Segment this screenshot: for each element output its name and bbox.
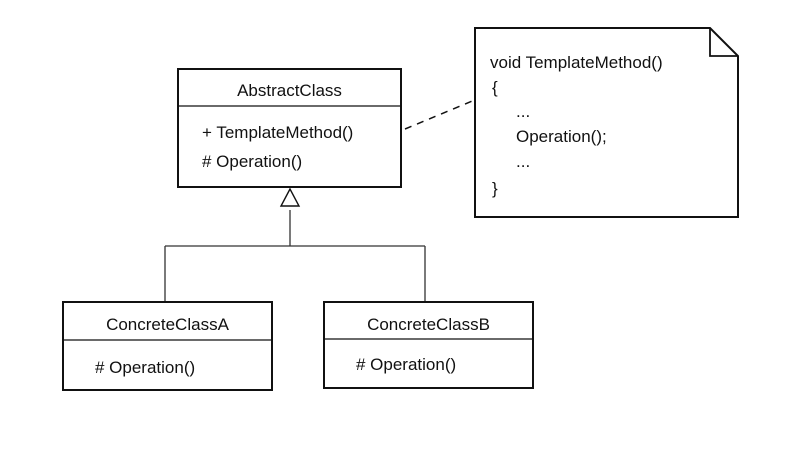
note-line-close-brace: } <box>492 179 498 198</box>
concrete-class-a-operation: # Operation() <box>95 358 195 377</box>
note-line-open-brace: { <box>492 78 498 97</box>
note-line-signature: void TemplateMethod() <box>490 53 663 72</box>
abstract-class-box[interactable]: AbstractClass + TemplateMethod() # Opera… <box>177 68 402 188</box>
concrete-class-a-frame <box>62 301 273 391</box>
concrete-class-a-name: ConcreteClassA <box>106 315 229 334</box>
generalization-arrowhead <box>279 187 301 207</box>
concrete-class-b-name: ConcreteClassB <box>367 315 490 334</box>
abstract-class-operation: # Operation() <box>202 152 302 171</box>
concrete-class-b-box[interactable]: ConcreteClassB # Operation() <box>323 301 534 389</box>
abstract-class-template-method: + TemplateMethod() <box>202 123 353 142</box>
note-frame <box>474 27 739 218</box>
concrete-class-b-operation: # Operation() <box>356 355 456 374</box>
concrete-class-b-frame <box>323 301 534 389</box>
template-method-note[interactable]: void TemplateMethod() { ... Operation();… <box>474 27 739 218</box>
inheritance-connector <box>164 187 426 302</box>
abstract-class-name: AbstractClass <box>237 81 342 100</box>
note-line-ellipsis-bottom: ... <box>516 152 530 171</box>
note-line-operation-call: Operation(); <box>516 127 607 146</box>
abstract-class-frame <box>177 68 402 188</box>
note-line-ellipsis-top: ... <box>516 102 530 121</box>
note-anchor-line <box>404 96 483 130</box>
concrete-class-a-box[interactable]: ConcreteClassA # Operation() <box>62 301 273 391</box>
note-folded-corner <box>709 28 738 57</box>
